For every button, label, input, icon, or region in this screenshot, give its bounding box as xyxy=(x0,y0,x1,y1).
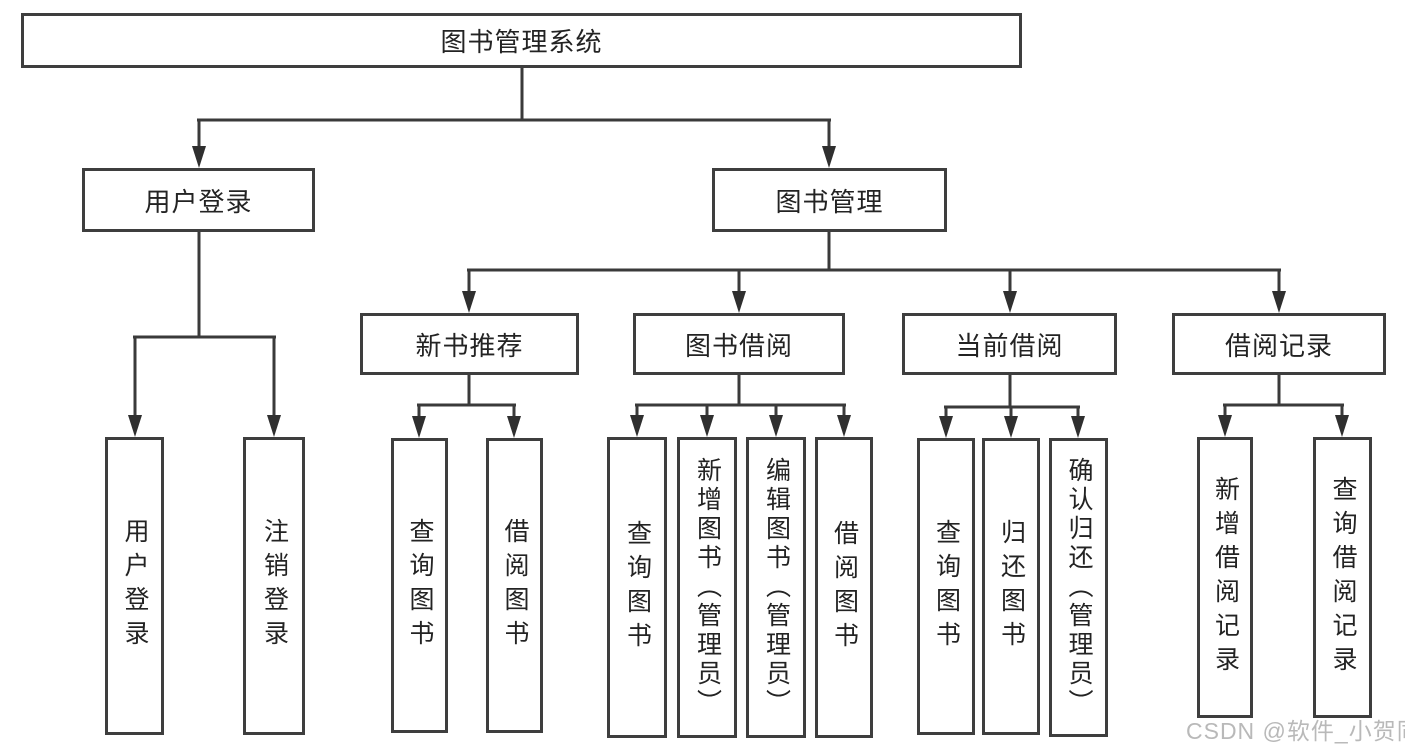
node-book-borrow: 图书借阅 xyxy=(633,313,845,375)
node-bb-borrow-books: 借阅图书 xyxy=(815,437,873,738)
node-br-query-record: 查询借阅记录 xyxy=(1313,437,1372,718)
node-cb-query-books: 查询图书 xyxy=(917,438,975,735)
node-user-login-action: 用户登录 xyxy=(105,437,164,735)
node-library-system: 图书管理系统 xyxy=(21,13,1022,68)
node-cb-query-books-label: 查询图书 xyxy=(932,518,961,655)
node-new-book-recommend-label: 新书推荐 xyxy=(415,330,524,361)
edge-borrow-records-to-leaves xyxy=(1218,375,1349,437)
node-bb-edit-books-admin-label: 编辑图书（管理员） xyxy=(762,457,791,718)
node-bb-query-books-label: 查询图书 xyxy=(623,519,652,656)
node-cb-confirm-return-admin-label: 确认归还（管理员） xyxy=(1065,457,1093,718)
edge-new-book-rec-to-leaves xyxy=(412,375,521,438)
node-bb-add-books-admin: 新增图书（管理员） xyxy=(677,437,737,738)
node-current-borrow: 当前借阅 xyxy=(902,313,1117,375)
node-br-query-record-label: 查询借阅记录 xyxy=(1329,475,1357,680)
node-cb-return-books-label: 归还图书 xyxy=(997,518,1026,655)
edge-book-mgmt-to-level3 xyxy=(462,232,1286,313)
node-user-login-action-label: 用户登录 xyxy=(121,518,149,654)
node-nbr-borrow-books-label: 借阅图书 xyxy=(501,517,529,654)
node-borrow-records: 借阅记录 xyxy=(1172,313,1386,375)
node-br-add-record-label: 新增借阅记录 xyxy=(1211,475,1240,680)
node-book-management-label: 图书管理 xyxy=(775,186,884,217)
node-logout-action-label: 注销登录 xyxy=(260,518,289,654)
edge-root-to-level2 xyxy=(192,68,836,168)
watermark: CSDN @软件_小贺同学 xyxy=(1186,718,1405,744)
node-bb-borrow-books-label: 借阅图书 xyxy=(830,519,859,656)
edge-book-borrow-to-leaves xyxy=(630,375,851,437)
node-logout-action: 注销登录 xyxy=(243,437,305,735)
node-br-add-record: 新增借阅记录 xyxy=(1197,437,1253,718)
node-library-system-label: 图书管理系统 xyxy=(440,27,603,57)
node-cb-return-books: 归还图书 xyxy=(982,438,1040,735)
node-bb-add-books-admin-label: 新增图书（管理员） xyxy=(693,457,722,718)
node-user-login-label: 用户登录 xyxy=(144,186,253,217)
node-bb-edit-books-admin: 编辑图书（管理员） xyxy=(746,437,806,738)
node-user-login: 用户登录 xyxy=(82,168,315,232)
node-current-borrow-label: 当前借阅 xyxy=(955,330,1064,361)
node-nbr-query-books-label: 查询图书 xyxy=(406,517,434,654)
node-cb-confirm-return-admin: 确认归还（管理员） xyxy=(1049,438,1108,737)
edge-user-login-to-leaves xyxy=(128,232,281,437)
node-book-management: 图书管理 xyxy=(712,168,947,232)
node-new-book-recommend: 新书推荐 xyxy=(360,313,579,375)
node-nbr-borrow-books: 借阅图书 xyxy=(486,438,543,733)
node-borrow-records-label: 借阅记录 xyxy=(1224,330,1333,361)
node-nbr-query-books: 查询图书 xyxy=(391,438,448,733)
node-bb-query-books: 查询图书 xyxy=(607,437,667,738)
node-book-borrow-label: 图书借阅 xyxy=(684,330,793,361)
edge-current-borrow-to-leaves xyxy=(939,375,1085,438)
